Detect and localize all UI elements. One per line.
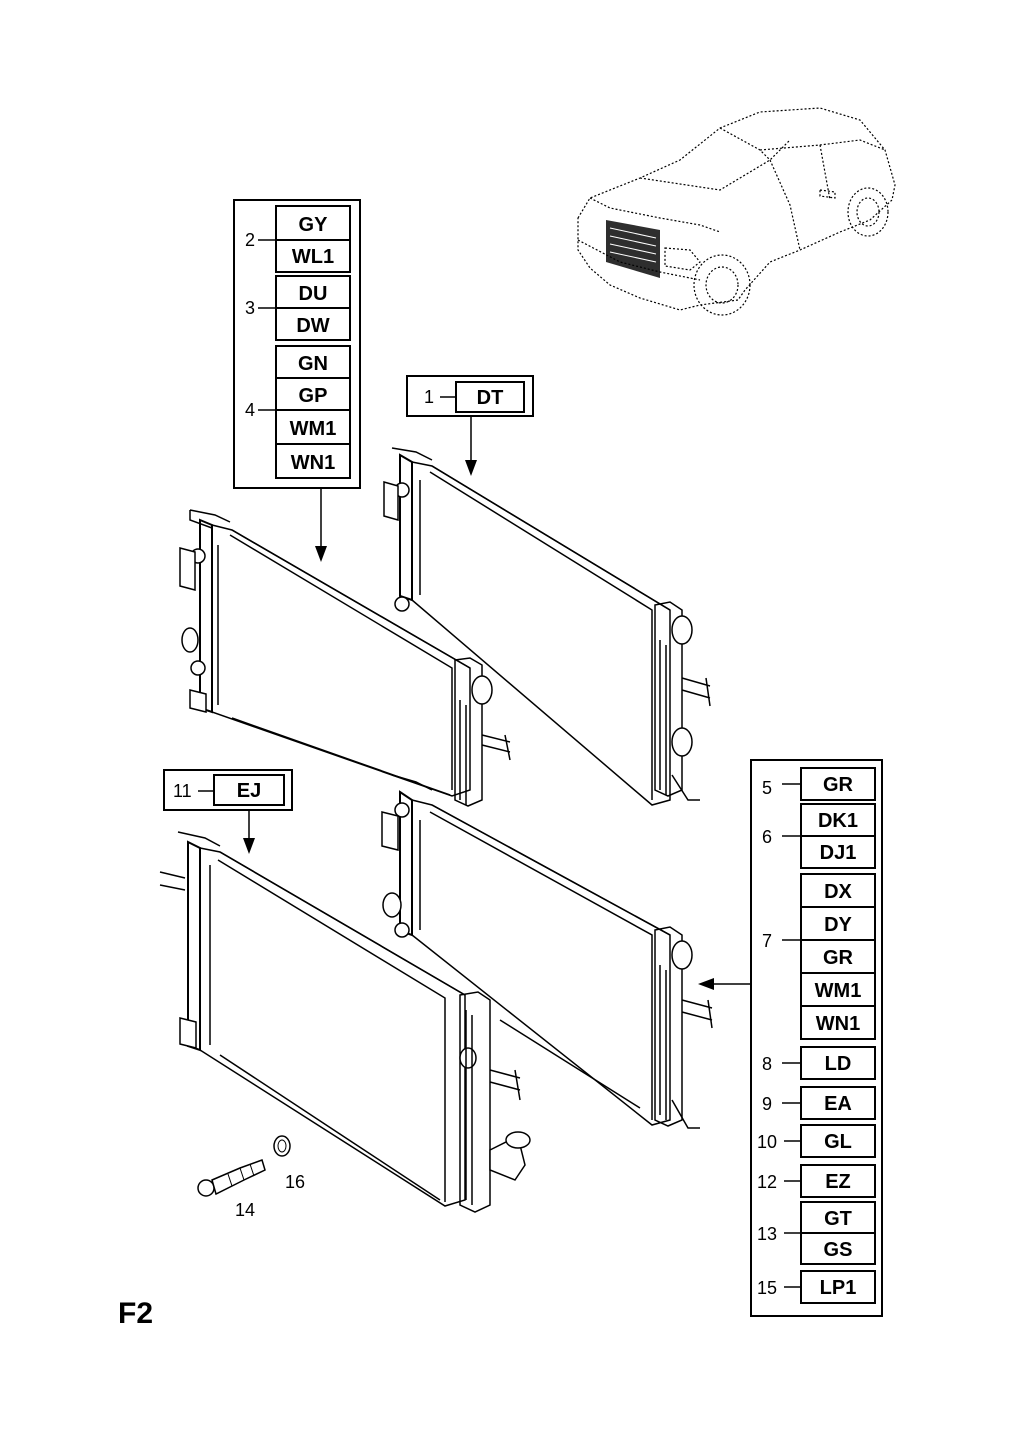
callout-4-number: 4: [245, 400, 255, 420]
callout-10-number: 10: [757, 1132, 777, 1152]
callout-7-number: 7: [762, 931, 772, 951]
callout-6-number: 6: [762, 827, 772, 847]
code-13a: GT: [824, 1208, 852, 1230]
code-7b: DY: [824, 914, 852, 936]
part-14-drain-plug: [197, 1159, 266, 1197]
code-12: EZ: [825, 1171, 851, 1193]
code-6a: DK1: [818, 810, 858, 832]
code-3b: DW: [296, 315, 329, 337]
callout-13-number: 13: [757, 1224, 777, 1244]
code-7d: WM1: [815, 980, 862, 1002]
callout-9-number: 9: [762, 1094, 772, 1114]
code-1: DT: [477, 387, 504, 409]
code-10: GL: [824, 1131, 852, 1153]
callout-2-number: 2: [245, 230, 255, 250]
part-14-number: 14: [235, 1200, 255, 1220]
callout-8-number: 8: [762, 1054, 772, 1074]
code-7e: WN1: [816, 1013, 860, 1035]
code-7c: GR: [823, 947, 854, 969]
code-4a: GN: [298, 353, 328, 375]
code-5: GR: [823, 774, 854, 796]
code-4d: WN1: [291, 452, 335, 474]
code-15: LP1: [820, 1277, 857, 1299]
code-4b: GP: [299, 385, 328, 407]
callout-5-number: 5: [762, 778, 772, 798]
code-4c: WM1: [290, 418, 337, 440]
callout-group-1: 1 DT: [406, 375, 534, 476]
code-11: EJ: [237, 780, 261, 802]
code-6b: DJ1: [820, 842, 857, 864]
callout-group-11: 11 EJ: [163, 769, 293, 854]
code-7a: DX: [824, 881, 852, 903]
radiator-upper-left: [179, 509, 511, 807]
code-8: LD: [825, 1053, 852, 1075]
callout-1-number: 1: [424, 387, 434, 407]
code-9: EA: [824, 1093, 852, 1115]
radiator-lower-left: [159, 831, 531, 1213]
code-3a: DU: [299, 283, 328, 305]
code-2a: GY: [299, 214, 329, 236]
radiator-lower-right: [381, 774, 713, 1129]
callout-12-number: 12: [757, 1172, 777, 1192]
callout-group-5-15: 5 GR 6 DK1 DJ1 7 DX DY GR WM1 WN1 8 LD 9…: [698, 759, 883, 1317]
callout-15-number: 15: [757, 1278, 777, 1298]
callout-group-2-3-4: 2 GY WL1 3 DU DW 4 GN GP WM1 WN1: [233, 199, 361, 562]
part-16-number: 16: [285, 1172, 305, 1192]
radiator-upper-right: [383, 447, 711, 806]
code-13b: GS: [824, 1239, 853, 1261]
callout-3-number: 3: [245, 298, 255, 318]
part-16-seal-ring: [273, 1135, 291, 1157]
car-illustration: [577, 107, 896, 316]
sheet-label: F2: [118, 1297, 153, 1330]
callout-11-number: 11: [173, 781, 192, 801]
code-2b: WL1: [292, 246, 334, 268]
